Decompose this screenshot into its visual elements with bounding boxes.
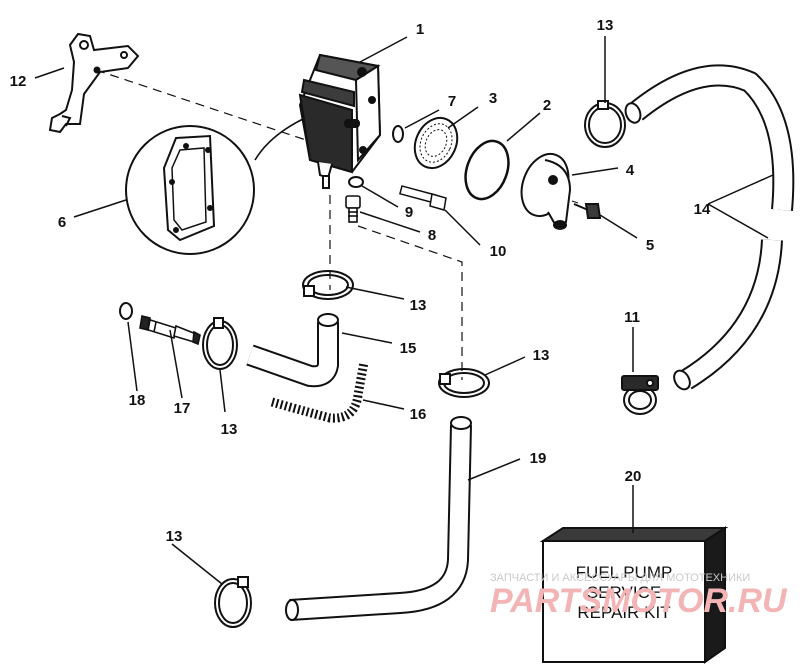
mounting-bracket-part-12	[48, 32, 140, 134]
barbed-fitting-part-17	[139, 315, 201, 346]
callout-9: 9	[405, 204, 413, 221]
large-o-ring-part-2	[464, 139, 510, 201]
kit-text-line-1: FUEL PUMP	[576, 563, 673, 582]
hose-clip-part-13b	[302, 270, 354, 300]
callout-5: 5	[646, 237, 654, 254]
small-o-ring-part-7	[392, 125, 404, 143]
elbow-hose-part-15	[246, 313, 339, 388]
hose-clip-part-13d	[438, 368, 490, 398]
callout-19: 19	[530, 450, 547, 467]
fitting-part-8	[345, 195, 361, 223]
long-hose-part-19	[285, 416, 472, 621]
callout-numbers: 1 2 3 4 5 6 7 8 9 10 11 12 13 13 13 13 1…	[10, 17, 711, 545]
callout-17: 17	[174, 400, 191, 417]
leader-lines	[34, 36, 774, 585]
watermark-logo: PARTSMOTOR.RU	[490, 582, 788, 620]
callout-16: 16	[410, 406, 427, 423]
service-repair-kit-part-20: FUEL PUMP SERVICE REPAIR KIT	[539, 526, 729, 664]
filter-screen-part-3	[413, 116, 459, 170]
callout-8: 8	[428, 227, 436, 244]
watermark-tagline: ЗАПЧАСТИ И АКСЕССУАРЫ ДЛЯ МОТОТЕХНИКИ	[490, 572, 750, 584]
callout-13-bottom: 13	[166, 528, 183, 545]
callout-18: 18	[129, 392, 146, 409]
watermark: ЗАПЧАСТИ И АКСЕССУАРЫ ДЛЯ МОТОТЕХНИКИ PA…	[490, 572, 788, 620]
fuel-hose-part-14	[624, 64, 795, 391]
callout-13-mid: 13	[410, 297, 427, 314]
callout-1: 1	[416, 21, 424, 38]
callout-4: 4	[626, 162, 635, 179]
hose-clip-part-13c	[202, 317, 238, 370]
callout-11: 11	[624, 309, 640, 326]
callout-10: 10	[490, 243, 507, 260]
hose-clamp-part-11	[621, 375, 659, 415]
callout-6: 6	[58, 214, 66, 231]
pump-cover-part-4	[520, 153, 572, 230]
callout-15: 15	[400, 340, 417, 357]
washer-part-18	[119, 302, 133, 320]
callout-2: 2	[543, 97, 551, 114]
callout-13-left: 13	[221, 421, 238, 438]
washer-part-9	[348, 176, 364, 188]
callout-13-right: 13	[533, 347, 550, 364]
hose-clip-part-13a	[584, 100, 626, 148]
hose-clip-part-13e	[214, 576, 252, 628]
callout-12: 12	[10, 73, 27, 90]
callout-20: 20	[625, 468, 642, 485]
kit-text-line-2: SERVICE	[587, 583, 661, 602]
gasket-detail-part-6	[125, 125, 255, 255]
callout-14: 14	[694, 201, 711, 218]
spring-part-16	[270, 361, 369, 423]
long-screw-part-10	[399, 185, 447, 211]
fuel-pump-body-part-1	[298, 53, 382, 189]
callout-13-top: 13	[597, 17, 614, 34]
callout-7: 7	[448, 93, 456, 110]
callout-3: 3	[489, 90, 497, 107]
cover-screw-part-5	[571, 200, 602, 219]
kit-text-line-3: REPAIR KIT	[577, 603, 670, 622]
